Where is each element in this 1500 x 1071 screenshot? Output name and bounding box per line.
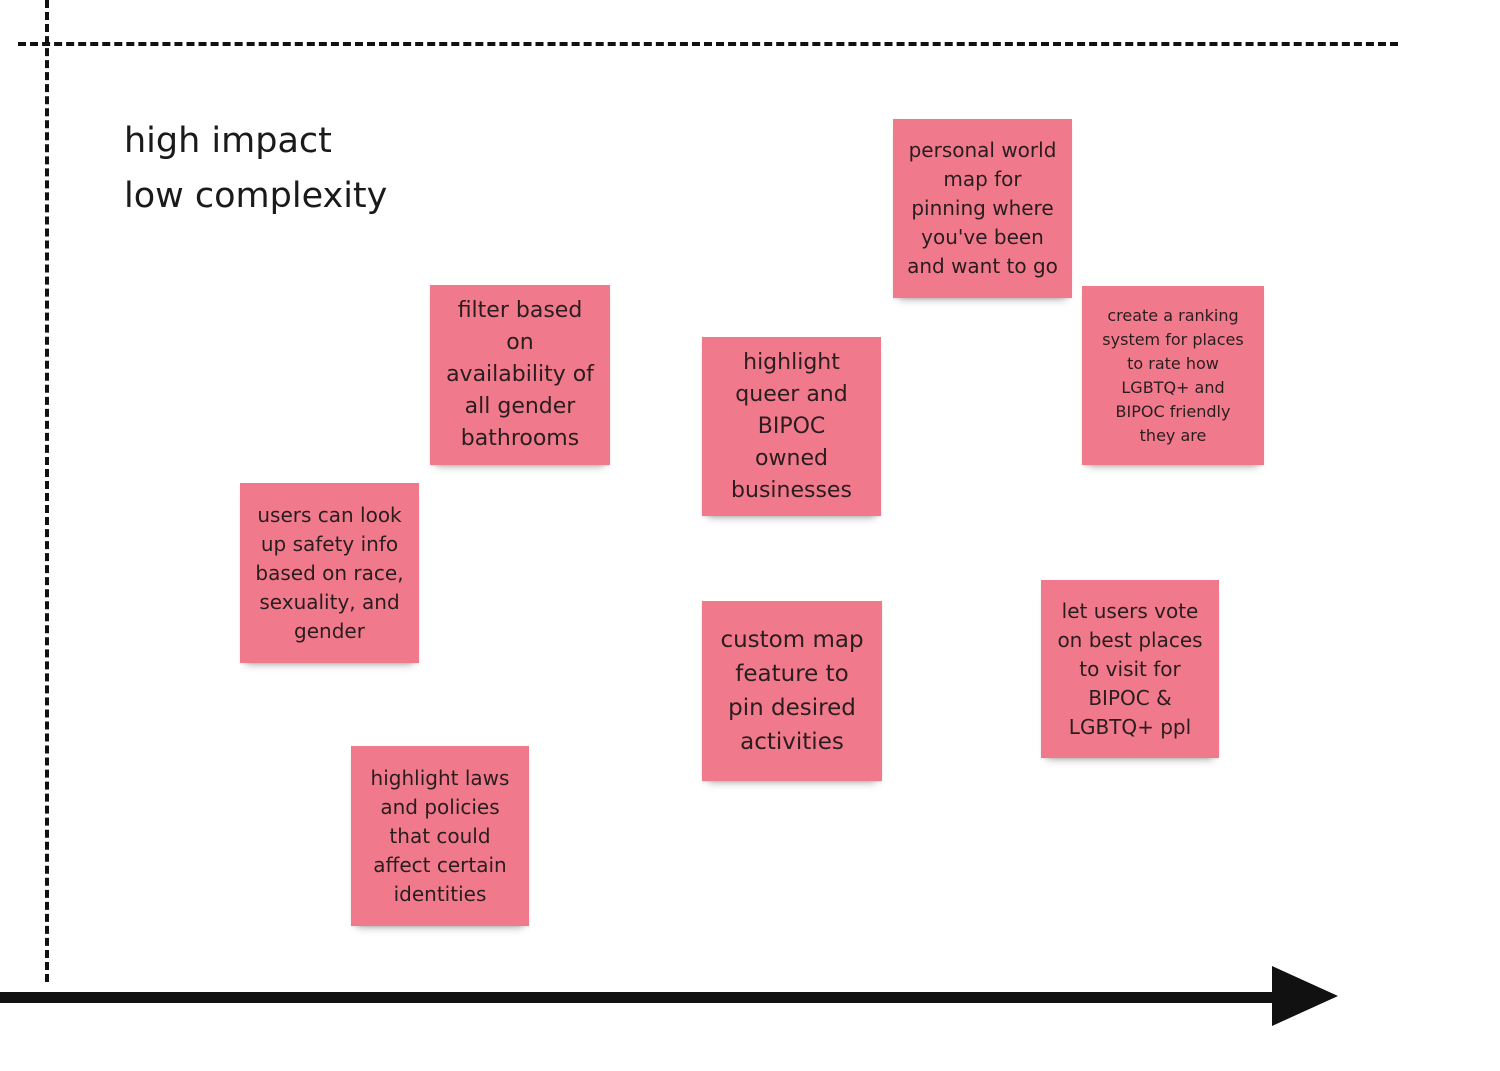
sticky-note-text: let users vote on best places to visit f… <box>1057 598 1203 739</box>
sticky-note-ranking-system[interactable]: create a ranking system for places to ra… <box>1082 286 1264 465</box>
top-dashed-boundary <box>18 42 1398 46</box>
x-axis-arrowhead <box>1272 966 1338 1026</box>
sticky-note-text: create a ranking system for places to ra… <box>1102 305 1244 445</box>
sticky-note-text: filter based on availability of all gend… <box>446 298 594 451</box>
sticky-note-text: personal world map for pinning where you… <box>907 138 1058 278</box>
sticky-note-bathrooms-filter[interactable]: filter based on availability of all gend… <box>430 285 610 465</box>
sticky-note-custom-map[interactable]: custom map feature to pin desired activi… <box>702 601 882 781</box>
x-axis-line <box>0 992 1285 1003</box>
sticky-note-vote-places[interactable]: let users vote on best places to visit f… <box>1041 580 1219 758</box>
sticky-note-text: highlight queer and BIPOC owned business… <box>731 349 852 503</box>
quadrant-title-line2: low complexity <box>124 176 388 216</box>
sticky-note-world-map[interactable]: personal world map for pinning where you… <box>893 119 1072 298</box>
sticky-note-safety-info[interactable]: users can look up safety info based on r… <box>240 483 419 663</box>
sticky-note-text: custom map feature to pin desired activi… <box>720 627 864 755</box>
quadrant-title-line1: high impact <box>124 121 332 161</box>
sticky-note-owned-businesses[interactable]: highlight queer and BIPOC owned business… <box>702 337 881 516</box>
sticky-note-laws-policies[interactable]: highlight laws and policies that could a… <box>351 746 529 926</box>
sticky-note-text: users can look up safety info based on r… <box>255 502 404 643</box>
left-dashed-axis <box>45 0 49 982</box>
sticky-note-text: highlight laws and policies that could a… <box>370 765 510 906</box>
quadrant-title: high impact low complexity <box>124 114 387 224</box>
